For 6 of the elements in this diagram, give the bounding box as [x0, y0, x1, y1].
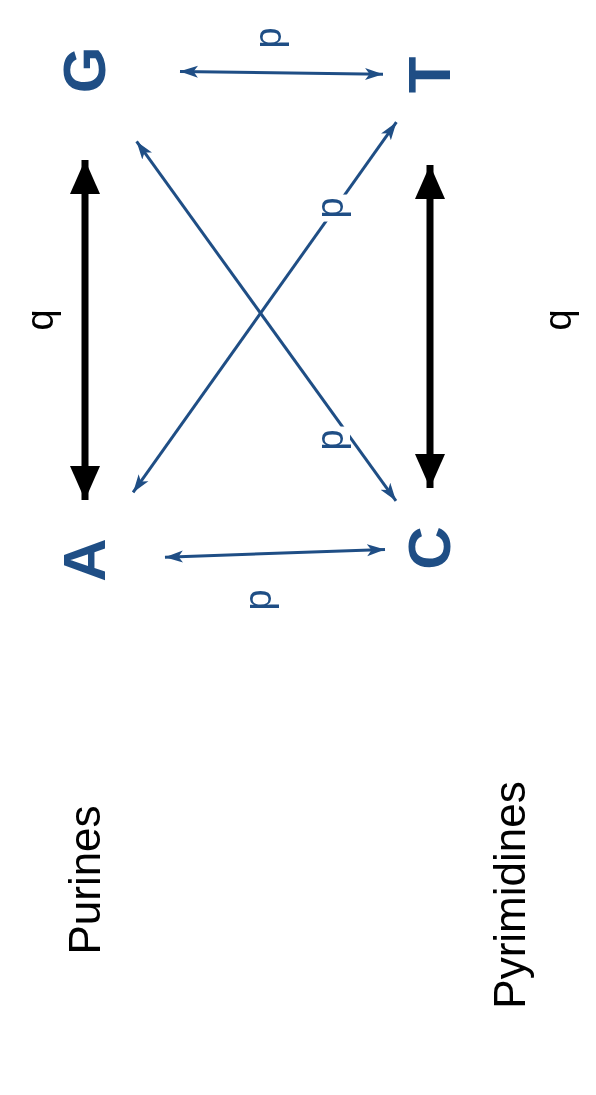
nucleotide-letter: C: [400, 526, 460, 570]
nucleotide-letter: A: [55, 538, 115, 582]
double-arrow: [164, 544, 386, 563]
nucleotide-letter: G: [55, 46, 115, 94]
double-arrow: [179, 65, 384, 81]
nucleotide-letter: T: [400, 56, 460, 94]
